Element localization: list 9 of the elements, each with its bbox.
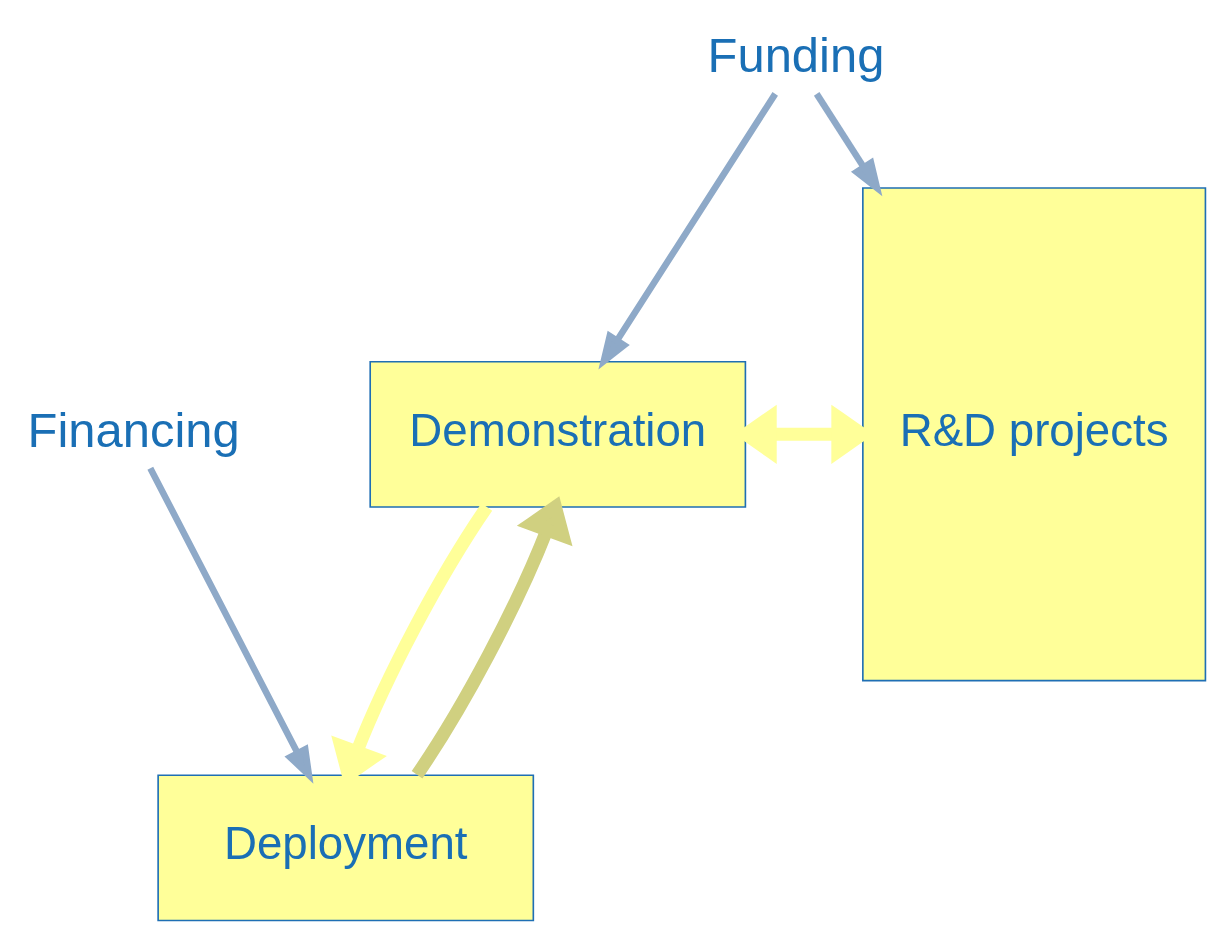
arrow	[598, 91, 778, 369]
node-box: Demonstration	[369, 360, 747, 508]
node-text: Funding	[707, 27, 885, 82]
node-box: R&D projects	[862, 186, 1207, 681]
node-box: Deployment	[157, 773, 535, 921]
arrow	[411, 495, 573, 778]
node-text: Financing	[27, 402, 240, 457]
arrow	[147, 466, 314, 784]
arrow	[813, 91, 883, 196]
